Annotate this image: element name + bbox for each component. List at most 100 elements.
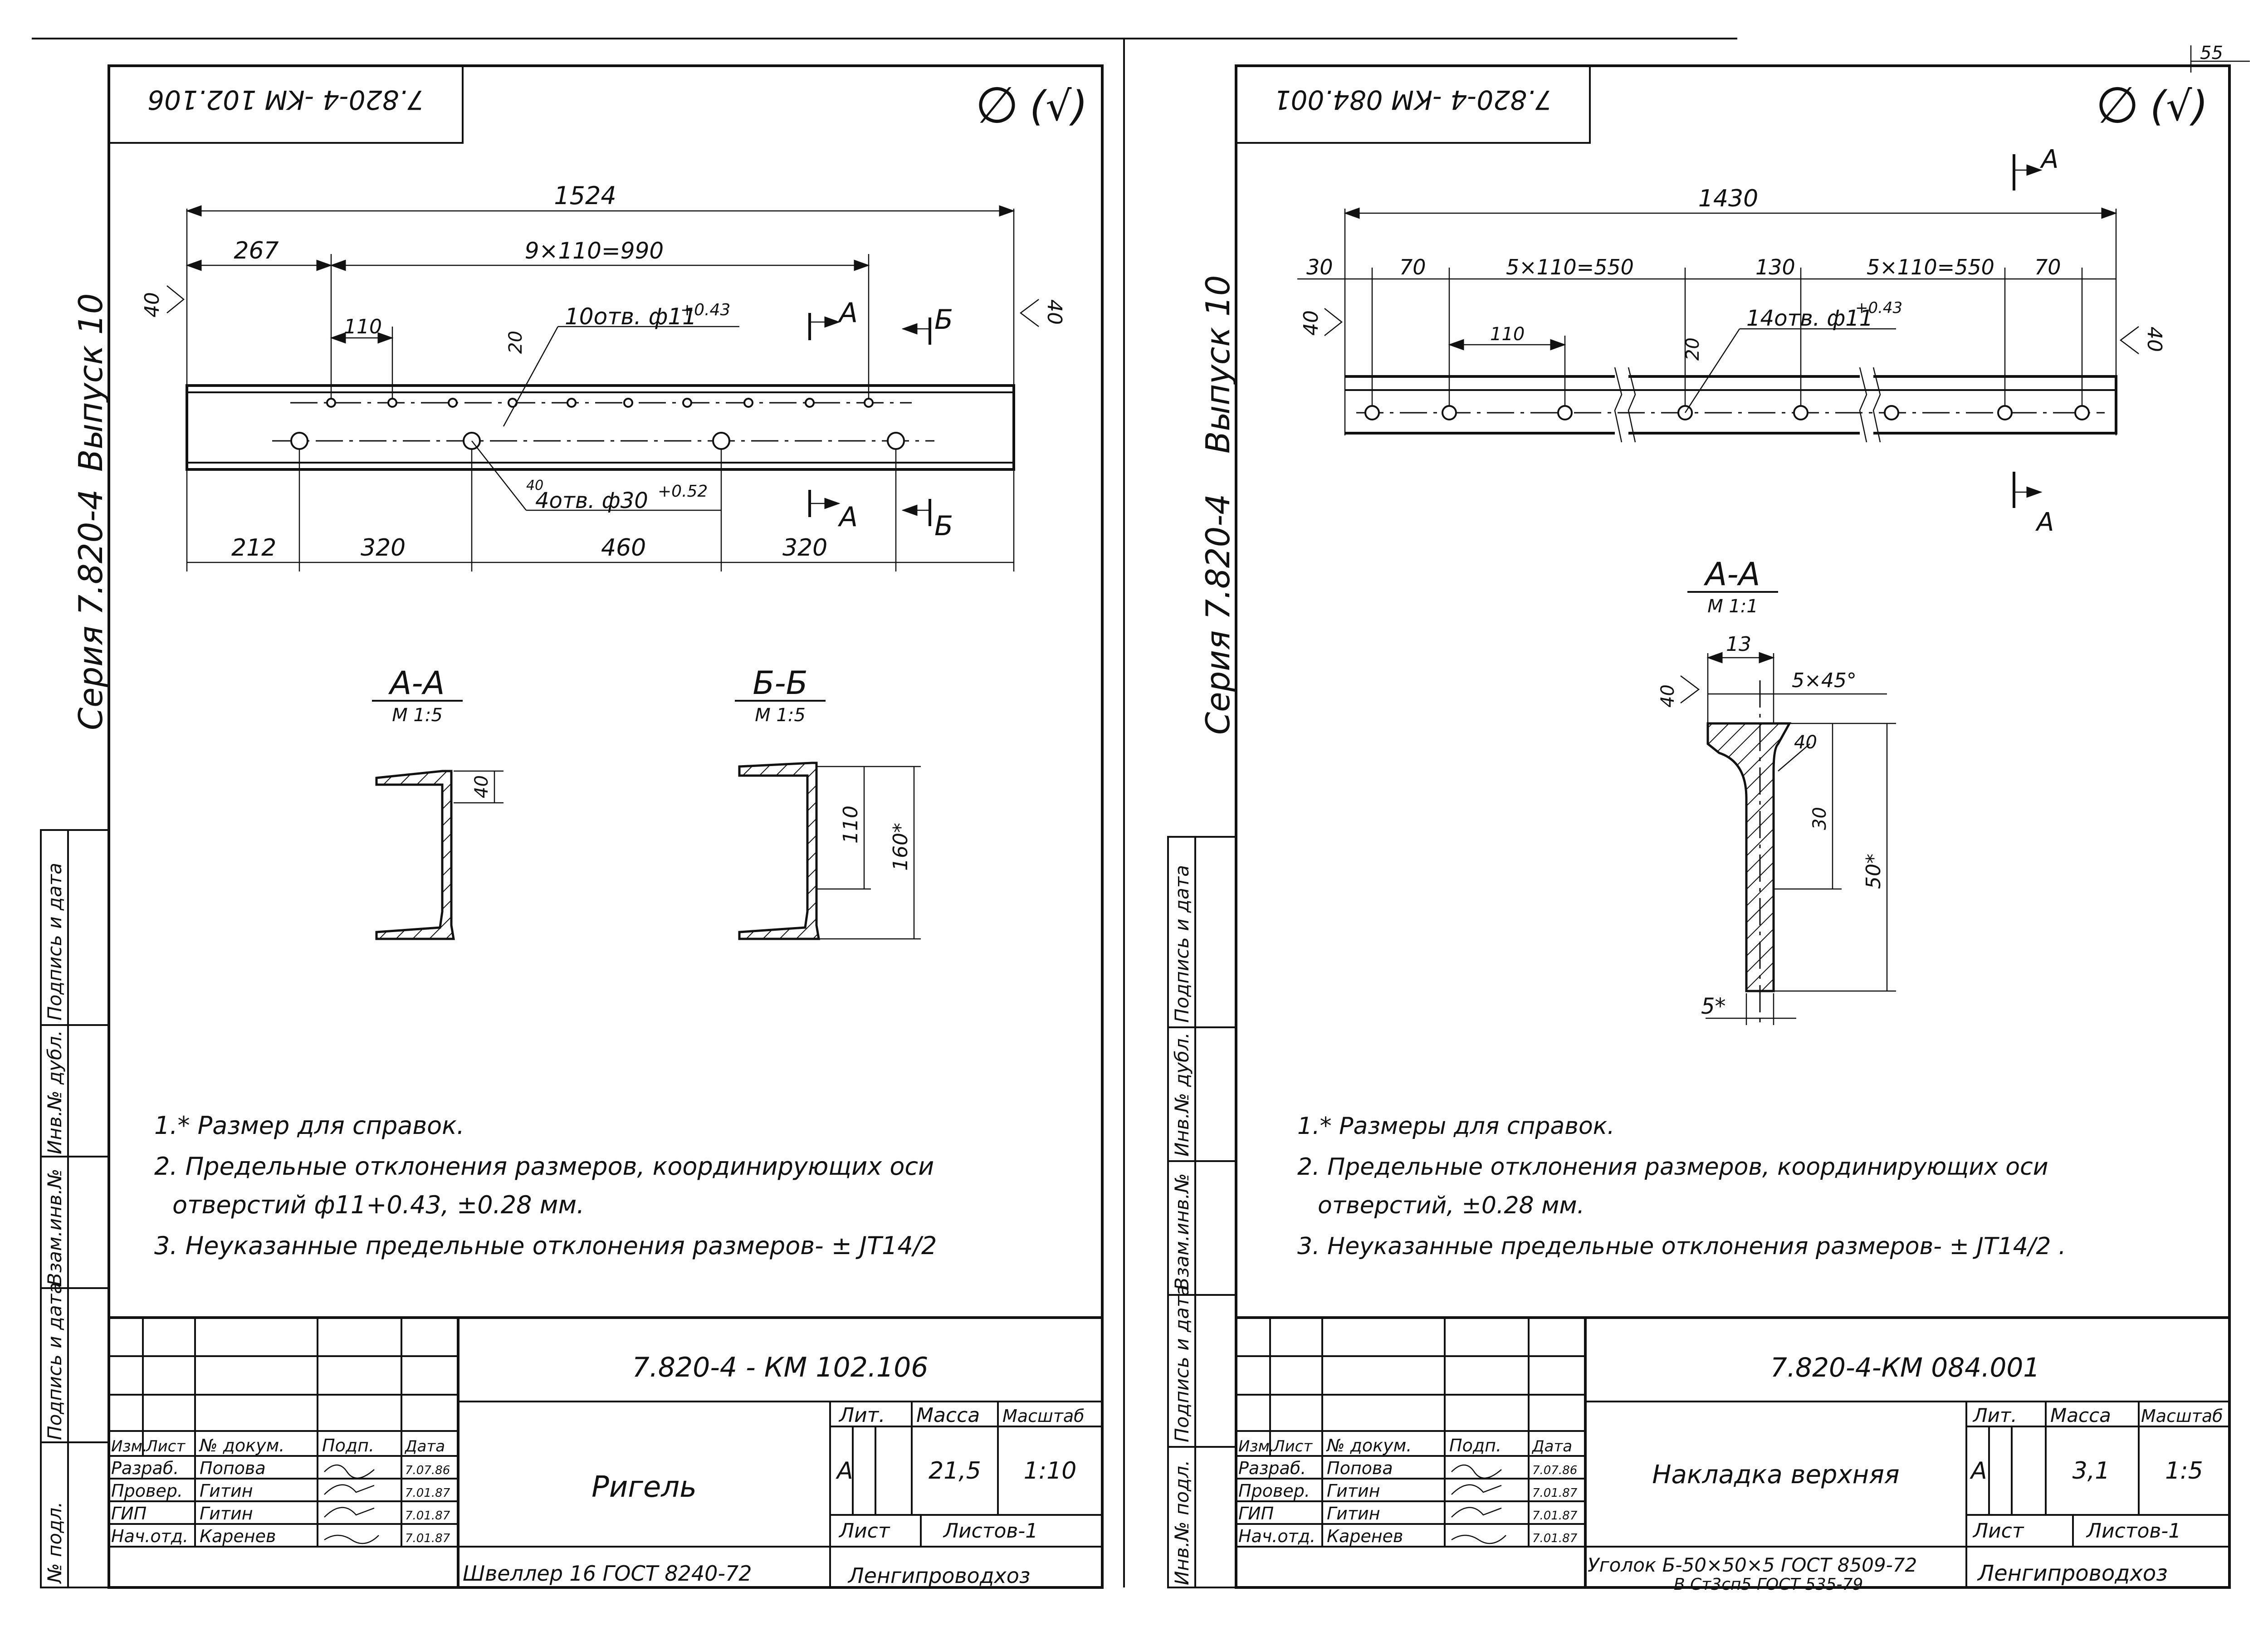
rtb-sheet-label: Лист (1972, 1519, 2024, 1543)
right-title-block: Изм. Лист № докум. Подп. Дата Разраб. По… (1236, 1318, 2229, 1594)
tb-date-1: 7.07.86 (405, 1464, 450, 1477)
stamp-r-1: Подпись и дата (1171, 865, 1193, 1023)
right-stamp-strip: Подпись и дата Инв.№ дубл. Взам.инв.№ По… (1167, 836, 1237, 1588)
rtb-name-4: Каренев (1327, 1526, 1403, 1546)
rtb-scale: 1:5 (2165, 1457, 2203, 1485)
side-vypusk-right: Выпуск 10 (1199, 275, 1237, 454)
rtb-date-2: 7.01.87 (1532, 1486, 1578, 1500)
rtb-date-3: 7.01.87 (1532, 1509, 1578, 1523)
dim-30: 30 (1306, 255, 1333, 279)
dim-overall: 1524 (554, 181, 616, 210)
dim-s1: 5×110=550 (1506, 255, 1634, 279)
dim-b2: 320 (361, 534, 406, 562)
section-aa-title: А-А (388, 664, 445, 702)
tb-date-3: 7.01.87 (405, 1509, 450, 1523)
edge-20-right: 20 (1682, 337, 1703, 361)
side-vypusk: Выпуск 10 (72, 293, 110, 472)
rtb-role-4: Нач.отд. (1238, 1526, 1315, 1546)
tb-date-4: 7.01.87 (405, 1532, 450, 1545)
note-3: 3. Неуказанные предельные отклонения раз… (154, 1231, 937, 1260)
tb-h1: Изм. (111, 1437, 147, 1455)
tb-role-3: ГИП (111, 1504, 147, 1524)
tb-lit-label: Лит. (838, 1404, 885, 1427)
rough-left: 40 (141, 292, 164, 317)
rtb-code: 7.820-4-КМ 084.001 (1770, 1352, 2040, 1383)
rtb-name-2: Гитин (1327, 1481, 1380, 1501)
tb-date-2: 7.01.87 (405, 1486, 450, 1500)
rtb-org: Ленгипроводхоз (1977, 1561, 2168, 1586)
rtb-name-3: Гитин (1327, 1504, 1380, 1524)
rotated-code-right: 7.820-4 -КМ 084.001 (1274, 84, 1552, 115)
rtb-lit-label: Лит. (1972, 1404, 2017, 1426)
tb-h4: Подп. (322, 1436, 374, 1455)
surface-mark-paren: (√) (1030, 83, 1088, 130)
right-section-aa: А-А М 1:1 13 5×45° 40 40 30 50* 5 (1657, 556, 1896, 1025)
side-seriya: Серия 7.820-4 (72, 489, 110, 730)
holes-big-tol: +0.52 (658, 482, 708, 501)
tb-scale: 1:10 (1024, 1457, 1077, 1485)
section-aa-dim: 40 (471, 775, 492, 798)
r-chamfer: 5×45° (1792, 669, 1857, 692)
r-section-scale: М 1:1 (1707, 596, 1758, 617)
cut-a-top-right: А (2040, 145, 2058, 174)
cut-a-top: А (837, 297, 858, 329)
dim-pitch: 110 (344, 315, 382, 338)
rtb-mass-label: Масса (2050, 1404, 2111, 1426)
nakladka-main-view: 1430 30 70 5×110=550 130 5×110=550 70 11… (1297, 145, 2166, 537)
r-r40: 40 (1794, 732, 1817, 753)
left-stamp-strip: Подпись и дата Инв.№ дубл. Взам.инв.№ По… (40, 829, 110, 1588)
cut-a-bottom: А (837, 501, 858, 533)
cut-b-bottom: Б (934, 510, 953, 542)
stamp-r-3: Взам.инв.№ (1171, 1173, 1193, 1290)
r-dim-30: 30 (1809, 807, 1830, 830)
rough-right-r: 40 (2143, 327, 2166, 352)
rtb-role-3: ГИП (1238, 1504, 1274, 1524)
rtb-date-1: 7.07.86 (1532, 1464, 1577, 1477)
holes-small-tol: +0.43 (680, 301, 730, 319)
edge-20: 20 (505, 331, 526, 354)
holes-big-label: 4отв. ф30 (535, 488, 648, 513)
stamp-r-4: Подпись и дата (1171, 1284, 1193, 1442)
rtb-date-4: 7.01.87 (1532, 1532, 1578, 1545)
holes-label-right: 14отв. ф11 (1746, 306, 1873, 331)
section-aa-scale: М 1:5 (392, 705, 443, 726)
rtb-scale-label: Масштаб (2141, 1406, 2223, 1426)
tb-role-1: Разраб. (111, 1458, 179, 1478)
dim-overall-right: 1430 (1698, 185, 1758, 212)
left-section-aa: А-А М 1:5 40 (372, 664, 503, 940)
dim-b1: 212 (231, 534, 276, 562)
tb-name-3: Гитин (200, 1504, 253, 1524)
tb-sheets-label: Листов-1 (943, 1519, 1038, 1543)
rtb-sheets-label: Листов-1 (2086, 1519, 2181, 1543)
surface-mark: ∅ (975, 76, 1019, 134)
surface-mark-right: ∅ (2096, 76, 2139, 134)
dim-s2: 5×110=550 (1867, 255, 1994, 279)
cut-a-bottom-right: А (2035, 508, 2054, 537)
section-bb-inner: 110 (839, 806, 862, 844)
rough-right: 40 (1043, 299, 1066, 325)
note-2b: отверстий ф11+0.43, ±0.28 мм. (172, 1191, 584, 1219)
rtb-role-2: Провер. (1238, 1481, 1310, 1501)
rtb-h2: Лист (1272, 1437, 1313, 1455)
side-seriya-right: Серия 7.820-4 (1199, 494, 1237, 735)
section-bb-title: Б-Б (753, 664, 807, 702)
rotated-code: 7.820-4 -KM 102.106 (147, 84, 424, 115)
tb-mass-label: Масса (916, 1404, 980, 1427)
rtb-material-1: Уголок Б-50×50×5 ГОСТ 8509-72 (1588, 1554, 1917, 1576)
left-title-block: Изм. Лист № докум. Подп. Дата Разраб. По… (109, 1318, 1102, 1588)
page-number: 55 (2200, 43, 2223, 63)
left-notes: 1.* Размер для справок. 2. Предельные от… (154, 1111, 937, 1260)
stamp-r-2: Инв.№ дубл. (1171, 1032, 1193, 1157)
dim-series: 9×110=990 (525, 238, 664, 264)
rough-left-r: 40 (1300, 310, 1323, 336)
rtb-h4: Подп. (1449, 1436, 1501, 1455)
rtb-material-2: В Ст3сп5 ГОСТ 535-79 (1674, 1575, 1863, 1594)
rtb-mass: 3,1 (2072, 1457, 2110, 1485)
section-bb-scale: М 1:5 (755, 705, 806, 726)
dim-70b: 70 (2034, 255, 2061, 279)
left-section-bb: Б-Б М 1:5 110 160* (735, 664, 921, 940)
dim-b4: 320 (782, 534, 827, 562)
r-note-2: 2. Предельные отклонения размеров, коорд… (1297, 1153, 2048, 1181)
tb-h3: № докум. (199, 1436, 284, 1455)
tb-h2: Лист (145, 1437, 186, 1455)
